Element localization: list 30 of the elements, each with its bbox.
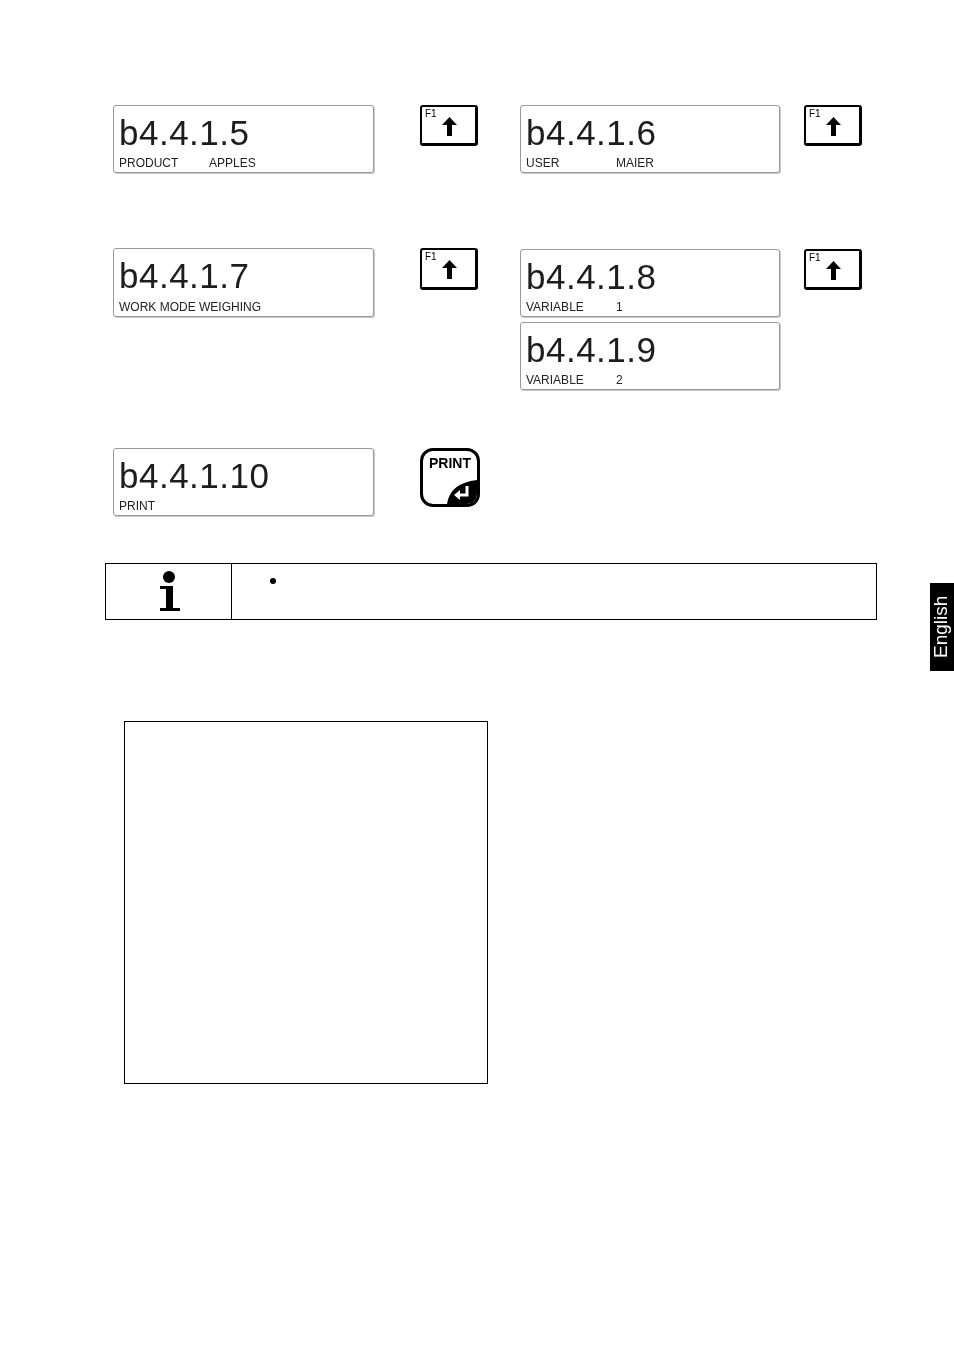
lcd-display: [113, 448, 374, 516]
display-text: VARIABLE: [526, 373, 584, 387]
note-box: [105, 563, 877, 620]
function-key: F1: [420, 248, 478, 290]
lcd-display: [520, 249, 780, 317]
display-text: VARIABLE: [526, 300, 584, 314]
display-text: USER: [526, 156, 560, 170]
display-text: APPLES: [209, 156, 256, 170]
display-text: WORK MODE WEIGHING: [119, 300, 261, 314]
segment-readout: b4.4.1.7: [119, 258, 250, 294]
display-text: PRODUCT: [119, 156, 179, 170]
function-key: F1: [804, 105, 862, 146]
segment-readout: b4.4.1.8: [526, 259, 657, 295]
function-key: F1: [420, 105, 478, 146]
display-text: 1: [616, 300, 623, 314]
segment-readout: b4.4.1.9: [526, 332, 657, 368]
language-tab: English: [930, 583, 954, 671]
display-text: 2: [616, 373, 623, 387]
display-text: MAIER: [616, 156, 654, 170]
function-key: F1: [804, 249, 862, 290]
display-text: PRINT: [119, 499, 155, 513]
print-key: PRINT: [420, 448, 480, 507]
lcd-display: [520, 322, 780, 390]
segment-readout: b4.4.1.10: [119, 458, 270, 494]
segment-readout: b4.4.1.6: [526, 115, 657, 151]
segment-readout: b4.4.1.5: [119, 115, 250, 151]
blank-box: [124, 721, 488, 1084]
lcd-display: [113, 105, 374, 173]
lcd-display: [113, 248, 374, 317]
lcd-display: [520, 105, 780, 173]
